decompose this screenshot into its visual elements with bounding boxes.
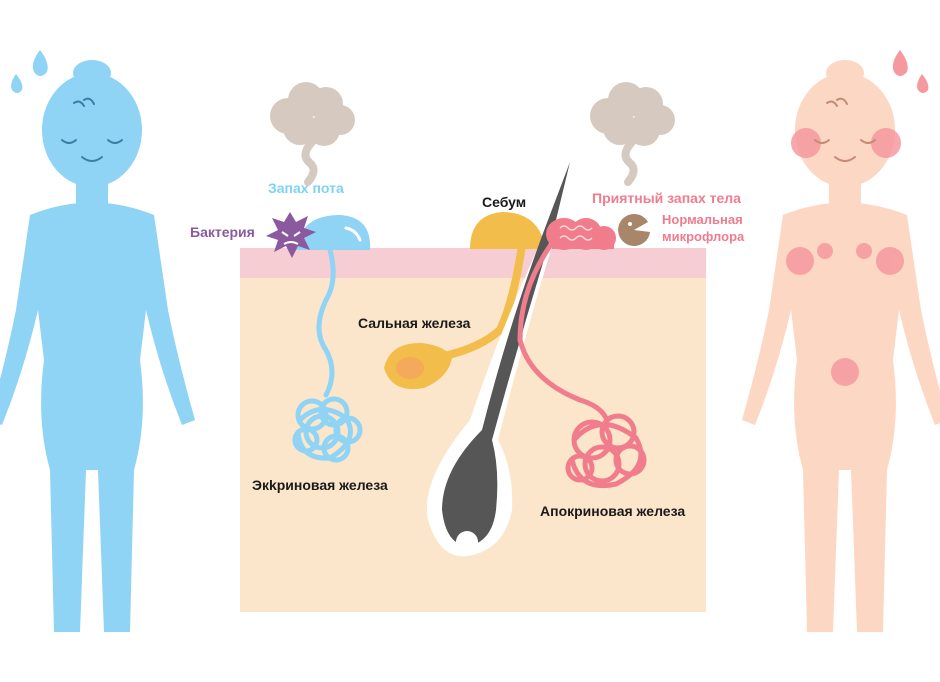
sweat-drops-icon — [11, 50, 48, 93]
left-face — [61, 97, 123, 162]
right-figure-pleasant — [742, 60, 940, 632]
droplet-shine — [344, 226, 362, 242]
right-blush-spots — [786, 128, 904, 386]
hair-bulb-papilla — [456, 531, 478, 553]
bacteria-icon — [266, 212, 316, 258]
odor-cloud-left-icon — [270, 82, 355, 186]
sebum-blob — [470, 212, 543, 249]
sebaceous-gland-label: Сальная железа — [358, 315, 471, 331]
pleasant-odor-label: Приятный запах тела — [592, 190, 741, 206]
odor-cloud-right-icon — [590, 82, 675, 186]
flora-texture — [559, 225, 593, 241]
right-drops-icon — [892, 50, 929, 93]
right-face — [814, 97, 876, 162]
sweat-odor-label: Запах пота — [268, 180, 344, 196]
normal-flora-colony — [546, 218, 616, 250]
sweat-droplet-icon — [296, 215, 371, 250]
flora-microbe-icon — [618, 213, 650, 246]
normal-flora-label-line2: микрофлора — [662, 229, 745, 244]
sebaceous-gland-inner — [396, 357, 424, 379]
eccrine-gland — [292, 247, 363, 463]
sebum-label: Себум — [482, 194, 527, 210]
eccrine-gland-label: Экkриновая железа — [252, 477, 388, 493]
skin-surface-layer — [240, 248, 706, 278]
normal-flora-label-line1: Нормальная — [662, 212, 743, 227]
bacteria-label: Бактерия — [190, 224, 255, 240]
apocrine-gland-label: Апокриновая железа — [540, 503, 686, 519]
sebaceous-duct — [440, 241, 526, 360]
hair-shaft — [442, 162, 570, 546]
apocrine-gland — [517, 243, 647, 488]
left-figure-sweaty — [0, 60, 195, 632]
